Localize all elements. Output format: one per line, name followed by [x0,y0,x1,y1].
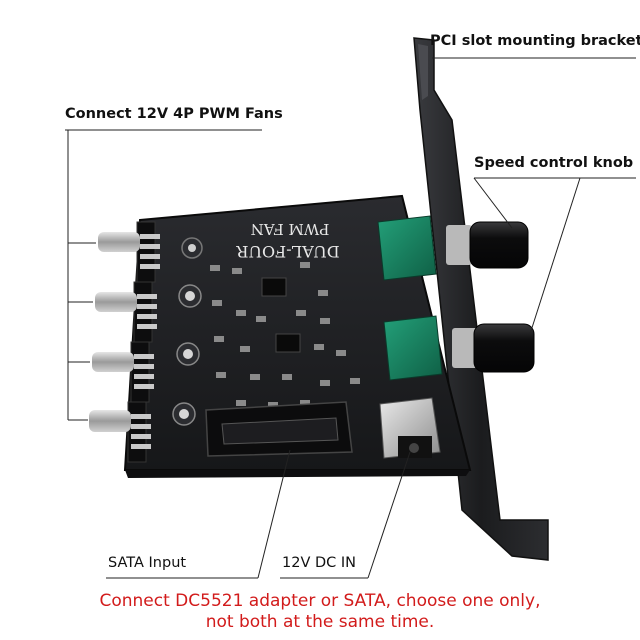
fan-header-4 [89,401,151,463]
sata-connector [205,401,353,457]
potentiometer-bottom [383,315,535,381]
pci-slot-bracket [413,37,549,561]
warning-notice-line-1: Connect DC5521 adapter or SATA, choose o… [99,591,541,611]
fan-header-3 [92,341,154,403]
dc-jack [379,397,441,459]
label-sata-input: SATA Input [108,555,187,571]
potentiometer-top [377,215,529,281]
label-pci-slot-bracket: PCI slot mounting bracket [430,33,640,49]
warning-notice-line-2: not both at the same time. [205,612,435,632]
pcb-text-pwm-fan: PWM FAN [251,220,330,238]
label-dc-in: 12V DC IN [282,555,357,571]
fan-header-1 [98,221,160,283]
capacitors [172,237,203,426]
fan-connectors [89,221,160,463]
speed-control-knobs [377,215,535,381]
pcb-components [210,262,360,408]
leader-lines [65,57,636,579]
label-speed-control-knob: Speed control knob [474,155,634,171]
label-pwm-fans: Connect 12V 4P PWM Fans [65,106,283,122]
fan-header-2 [95,281,157,343]
pcb-text-dual-four: DUAL-FOUR [235,242,339,261]
